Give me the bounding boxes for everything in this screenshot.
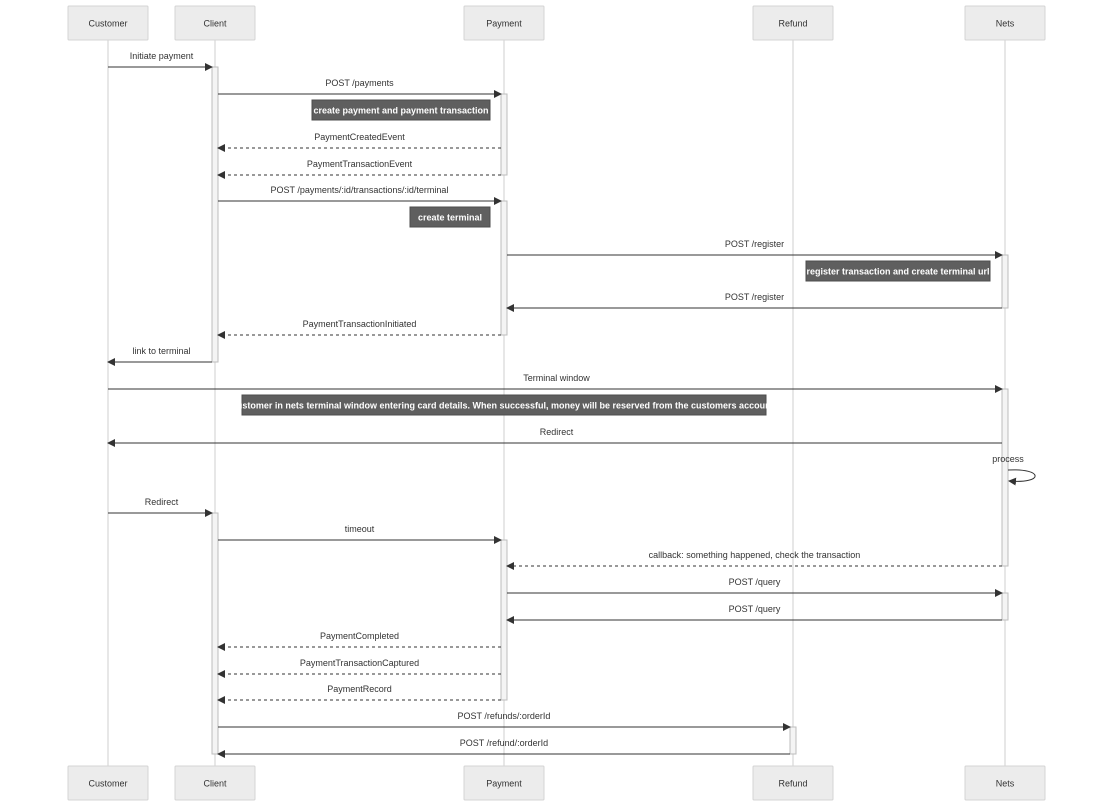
message-label: timeout <box>345 524 375 534</box>
message: process <box>992 454 1036 486</box>
actor-label: Customer <box>88 778 127 788</box>
actor-label: Client <box>203 18 227 28</box>
actor-box <box>67 765 149 801</box>
activation-bar-client <box>211 512 219 755</box>
message: Redirect <box>107 427 1002 447</box>
message: POST /query <box>506 604 1002 624</box>
activation-bar-nets <box>1001 254 1009 309</box>
note-box <box>805 260 991 282</box>
message-label: POST /refund/:orderId <box>460 738 548 748</box>
actor-box <box>67 5 149 41</box>
message: timeout <box>218 524 502 544</box>
message-label: POST /query <box>729 604 781 614</box>
message: POST /refunds/:orderId <box>218 711 791 731</box>
actor-nets-bottom: Nets <box>964 765 1046 801</box>
actor-client-bottom: Client <box>174 765 256 801</box>
message-label: POST /register <box>725 292 784 302</box>
message: callback: something happened, check the … <box>506 550 1002 570</box>
message-label: PaymentCreatedEvent <box>314 132 405 142</box>
actor-refund-bottom: Refund <box>752 765 834 801</box>
actor-box <box>463 5 545 41</box>
note-text: create terminal <box>418 212 482 222</box>
message-label: PaymentTransactionCaptured <box>300 658 419 668</box>
actor-nets-top: Nets <box>964 5 1046 41</box>
message: PaymentTransactionCaptured <box>217 658 501 678</box>
message: PaymentTransactionInitiated <box>217 319 501 339</box>
activation-bar-refund <box>789 726 797 755</box>
message-label: PaymentTransactionEvent <box>307 159 413 169</box>
actor-label: Client <box>203 778 227 788</box>
message-label: Redirect <box>145 497 179 507</box>
note: register transaction and create terminal… <box>805 260 991 282</box>
message-label: Initiate payment <box>130 51 194 61</box>
actor-label: Customer <box>88 18 127 28</box>
note: create terminal <box>409 206 491 228</box>
actor-label: Refund <box>778 18 807 28</box>
actor-customer-top: Customer <box>67 5 149 41</box>
message: PaymentCreatedEvent <box>217 132 501 152</box>
actor-label: Nets <box>996 18 1015 28</box>
activation-bar-nets <box>1001 592 1009 621</box>
message-label: POST /register <box>725 239 784 249</box>
note: create payment and payment transaction <box>311 99 491 121</box>
message-label: POST /payments <box>325 78 394 88</box>
message-label: Redirect <box>540 427 574 437</box>
message: POST /register <box>507 239 1003 259</box>
note-box <box>241 394 767 416</box>
message: Initiate payment <box>108 51 213 71</box>
actor-label: Refund <box>778 778 807 788</box>
activation-bar-payment <box>500 93 508 176</box>
actor-payment-top: Payment <box>463 5 545 41</box>
note-box <box>409 206 491 228</box>
message: PaymentRecord <box>217 684 501 704</box>
actor-box <box>174 765 256 801</box>
actor-box <box>752 765 834 801</box>
message-label: PaymentRecord <box>327 684 392 694</box>
message: PaymentTransactionEvent <box>217 159 501 179</box>
actor-refund-top: Refund <box>752 5 834 41</box>
actor-box <box>964 5 1046 41</box>
note-text: create payment and payment transaction <box>313 105 488 115</box>
message-label: link to terminal <box>132 346 190 356</box>
note: customer in nets terminal window enterin… <box>232 394 776 416</box>
activation-bar-client <box>211 66 219 363</box>
message-label: POST /refunds/:orderId <box>458 711 551 721</box>
actor-customer-bottom: Customer <box>67 765 149 801</box>
activation-bar-payment <box>500 200 508 336</box>
message: Terminal window <box>108 373 1003 393</box>
actor-box <box>463 765 545 801</box>
message: link to terminal <box>107 346 212 366</box>
activation-bar-nets <box>1001 388 1009 567</box>
activation-bar-payment <box>500 539 508 701</box>
message-label: POST /query <box>729 577 781 587</box>
message-label: PaymentCompleted <box>320 631 399 641</box>
message: POST /payments <box>218 78 502 98</box>
message: POST /payments/:id/transactions/:id/term… <box>218 185 502 205</box>
message-label: POST /payments/:id/transactions/:id/term… <box>271 185 449 195</box>
message-label: process <box>992 454 1024 464</box>
note-text: register transaction and create terminal… <box>806 266 989 276</box>
message: PaymentCompleted <box>217 631 501 651</box>
actor-box <box>174 5 256 41</box>
message: POST /refund/:orderId <box>217 738 790 758</box>
note-text: customer in nets terminal window enterin… <box>232 400 776 410</box>
actor-label: Payment <box>486 778 522 788</box>
actor-client-top: Client <box>174 5 256 41</box>
message: POST /query <box>507 577 1003 597</box>
message-label: callback: something happened, check the … <box>649 550 861 560</box>
note-box <box>311 99 491 121</box>
actor-box <box>964 765 1046 801</box>
actor-box <box>752 5 834 41</box>
message: Redirect <box>108 497 213 517</box>
actor-payment-bottom: Payment <box>463 765 545 801</box>
message-label: Terminal window <box>523 373 590 383</box>
message: POST /register <box>506 292 1002 312</box>
actor-label: Nets <box>996 778 1015 788</box>
actor-label: Payment <box>486 18 522 28</box>
message-label: PaymentTransactionInitiated <box>303 319 417 329</box>
message-arrow <box>1007 469 1036 486</box>
